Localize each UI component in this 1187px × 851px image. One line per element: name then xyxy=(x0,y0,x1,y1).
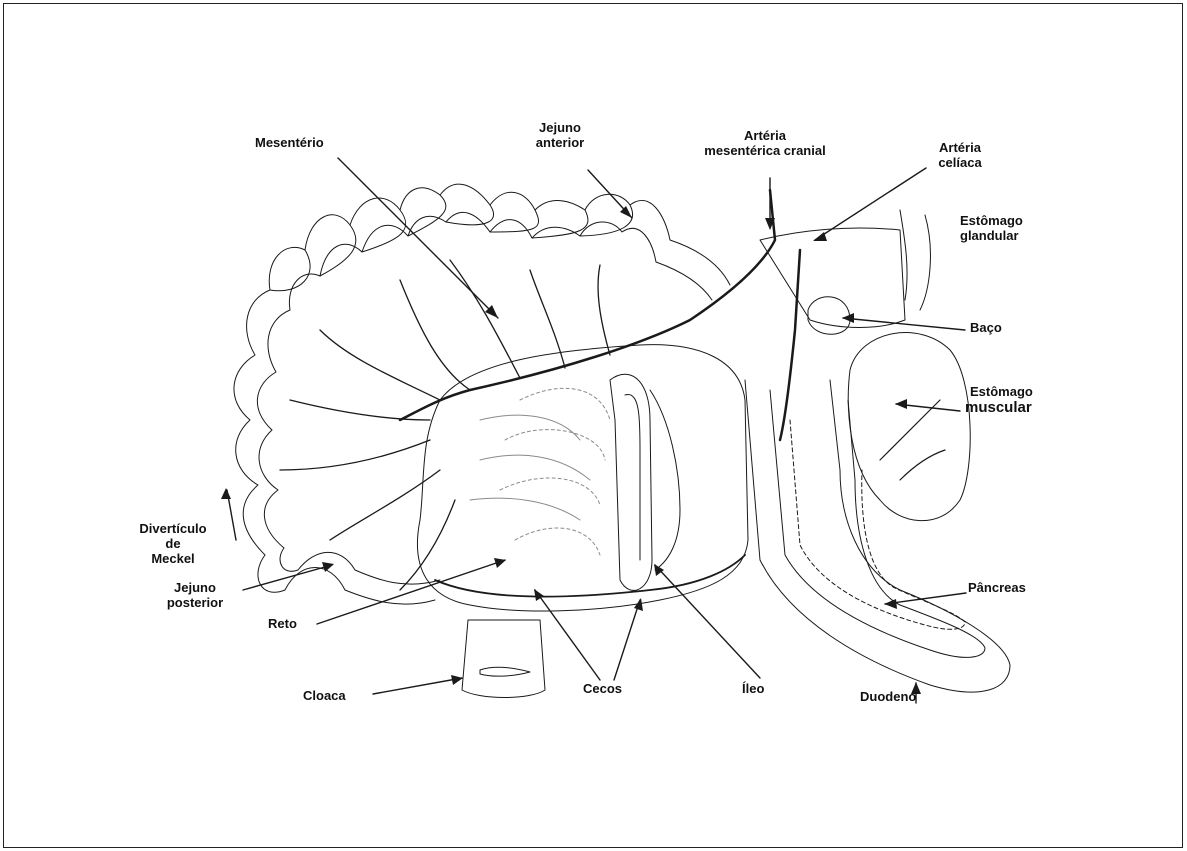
label-cecos: Cecos xyxy=(583,681,622,696)
ileum xyxy=(650,390,680,570)
jejunum-loops-outer xyxy=(234,184,730,604)
label-duodeno: Duodeno xyxy=(860,689,916,704)
label-mesenterio: Mesentério xyxy=(255,135,324,150)
ventriculus-vessels xyxy=(880,400,945,480)
label-estomago-muscular-1: Estômago xyxy=(970,384,1033,399)
ceca-inner xyxy=(500,388,610,555)
label-ileo: Íleo xyxy=(742,681,764,696)
glandular-stomach xyxy=(760,228,905,327)
label-jejuno-anterior: Jejuno anterior xyxy=(520,120,600,150)
proventriculus-wall xyxy=(900,210,930,310)
mesenteric-branches xyxy=(280,260,610,590)
ventriculus xyxy=(848,333,970,521)
intestinal-mass-outline xyxy=(417,345,748,611)
spleen xyxy=(808,297,850,335)
label-cloaca: Cloaca xyxy=(303,688,346,703)
label-arteria-mesenterica-cranial: Artéria mesentérica cranial xyxy=(680,128,850,158)
label-estomago-muscular-2: muscular xyxy=(965,400,1032,415)
ceca-outline xyxy=(610,374,652,590)
cloaca-shape xyxy=(462,620,545,698)
cloaca-opening xyxy=(480,667,530,676)
label-estomago-glandular: Estômago glandular xyxy=(960,213,1023,243)
pancreas-shape xyxy=(790,420,965,629)
jejunum-loops-inner xyxy=(257,212,712,584)
label-arteria-celiaca: Artéria celíaca xyxy=(920,140,1000,170)
mesenteric-artery-main xyxy=(400,190,775,420)
label-jejuno-posterior: Jejuno posterior xyxy=(150,580,240,610)
label-pancreas: Pâncreas xyxy=(968,580,1026,595)
leader-lines xyxy=(227,158,966,703)
label-reto: Reto xyxy=(268,616,297,631)
duodenum-inner xyxy=(770,390,985,657)
label-baco: Baço xyxy=(970,320,1002,335)
celiac-artery xyxy=(780,250,800,440)
loop-folds xyxy=(270,195,633,291)
label-diverticulo-de-meckel: Divertículo de Meckel xyxy=(118,521,228,566)
